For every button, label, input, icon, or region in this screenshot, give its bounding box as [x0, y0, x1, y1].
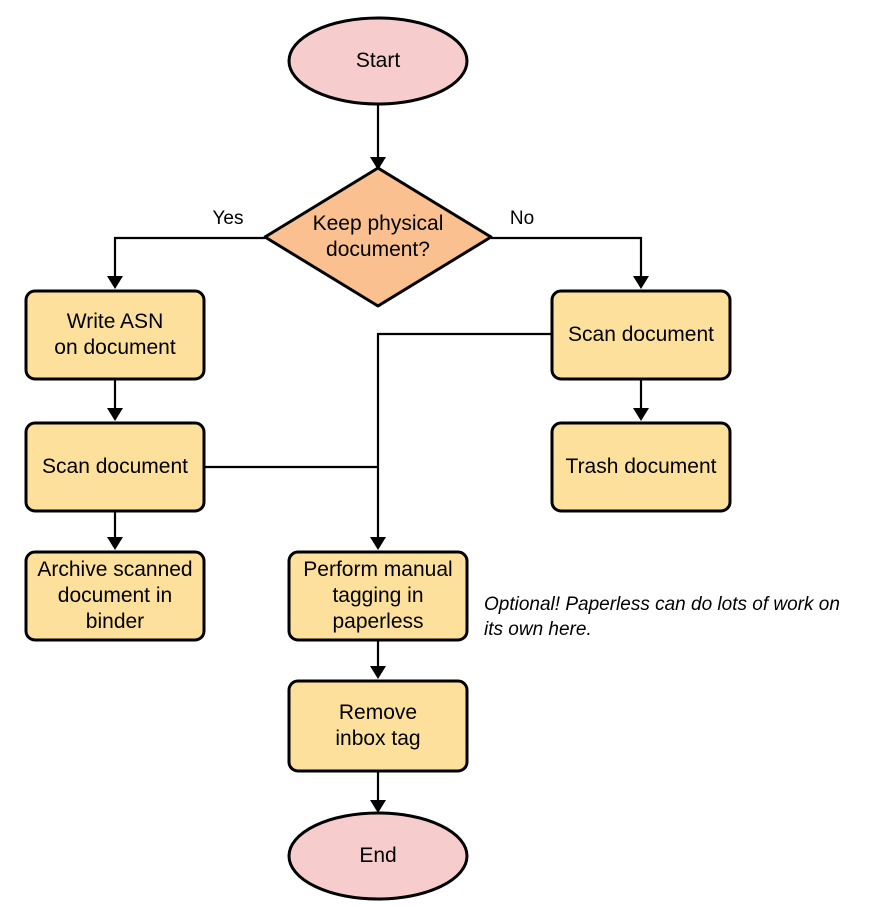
node-label: Perform manual tagging in paperless	[303, 558, 452, 633]
node-label: Start	[356, 49, 401, 72]
node-label: Scan document	[568, 323, 714, 346]
node-manual-tagging[interactable]: Perform manual tagging in paperless	[287, 550, 469, 642]
node-label: Trash document	[566, 455, 717, 478]
arrowhead-icon	[370, 800, 386, 813]
arrowhead-icon	[370, 537, 386, 550]
node-label-line: Perform manual	[303, 558, 452, 581]
annotation-line: its own here.	[484, 619, 592, 640]
node-label: Archive scanned document in binder	[37, 558, 192, 633]
node-label: End	[359, 844, 396, 867]
node-keep-physical[interactable]: Keep physical document?	[263, 166, 493, 308]
node-label-line: Keep physical	[313, 212, 444, 235]
edges-layer: Yes No	[107, 104, 649, 813]
node-label-line: document?	[326, 238, 430, 261]
process-shape	[550, 421, 732, 513]
node-label-line: on document	[54, 336, 176, 359]
arrowhead-icon	[107, 537, 123, 550]
edge-tagging-to-remove-inbox	[370, 640, 386, 679]
node-label-line: binder	[86, 610, 144, 633]
edge-label-no: No	[510, 208, 534, 229]
node-remove-inbox-tag[interactable]: Remove inbox tag	[287, 679, 469, 773]
node-label-line: Write ASN	[67, 310, 163, 333]
node-write-asn[interactable]: Write ASN on document	[24, 289, 206, 381]
node-label: Scan document	[42, 455, 188, 478]
annotations-layer: Optional! Paperless can do lots of work …	[484, 594, 840, 640]
node-label-line: Trash document	[566, 455, 717, 478]
process-shape	[550, 289, 732, 381]
node-label: Write ASN on document	[54, 310, 176, 359]
process-shape	[24, 550, 206, 642]
edge-scan-left-to-archive	[107, 511, 123, 550]
node-label-line: End	[359, 844, 396, 867]
node-label-line: Scan document	[568, 323, 714, 346]
node-label-line: Remove	[339, 701, 417, 724]
edge-write-asn-to-scan-left	[107, 379, 123, 421]
edge-start-to-decision	[370, 104, 386, 170]
edge-decision-no-to-scan-right: No	[491, 208, 649, 289]
node-end[interactable]: End	[287, 811, 469, 901]
node-start[interactable]: Start	[287, 16, 469, 106]
process-shape	[24, 289, 206, 381]
edge-path	[376, 332, 552, 544]
edge-scan-right-to-trash	[633, 379, 649, 421]
node-label-line: Archive scanned	[37, 558, 192, 581]
terminator-shape	[287, 16, 469, 106]
process-shape	[287, 550, 469, 642]
process-shape	[287, 679, 469, 773]
node-label-line: Start	[356, 49, 401, 72]
node-label-line: paperless	[332, 610, 423, 633]
node-label-line: tagging in	[332, 584, 423, 607]
edge-path	[491, 236, 643, 283]
edge-decision-yes-to-write-asn: Yes	[107, 208, 265, 289]
annotation-line: Optional! Paperless can do lots of work …	[484, 594, 840, 615]
edge-label-yes: Yes	[213, 208, 244, 229]
edge-scan-right-to-tagging	[370, 332, 552, 550]
node-label: Remove inbox tag	[335, 701, 420, 750]
node-label-line: inbox tag	[335, 727, 420, 750]
decision-shape	[263, 166, 493, 308]
arrowhead-icon	[107, 408, 123, 421]
process-shape	[24, 421, 206, 513]
arrowhead-icon	[633, 408, 649, 421]
arrowhead-icon	[370, 157, 386, 170]
node-scan-document-right[interactable]: Scan document	[550, 289, 732, 381]
node-label-line: Scan document	[42, 455, 188, 478]
arrowhead-icon	[107, 276, 123, 289]
terminator-shape	[287, 811, 469, 901]
annotation-optional-note: Optional! Paperless can do lots of work …	[484, 594, 840, 640]
edge-remove-inbox-to-end	[370, 771, 386, 813]
edge-path	[113, 236, 265, 283]
node-label: Keep physical document?	[313, 212, 444, 261]
arrowhead-icon	[370, 666, 386, 679]
node-trash-document[interactable]: Trash document	[550, 421, 732, 513]
node-scan-document-left[interactable]: Scan document	[24, 421, 206, 513]
arrowhead-icon	[633, 276, 649, 289]
node-archive-binder[interactable]: Archive scanned document in binder	[24, 550, 206, 642]
node-label-line: document in	[58, 584, 172, 607]
